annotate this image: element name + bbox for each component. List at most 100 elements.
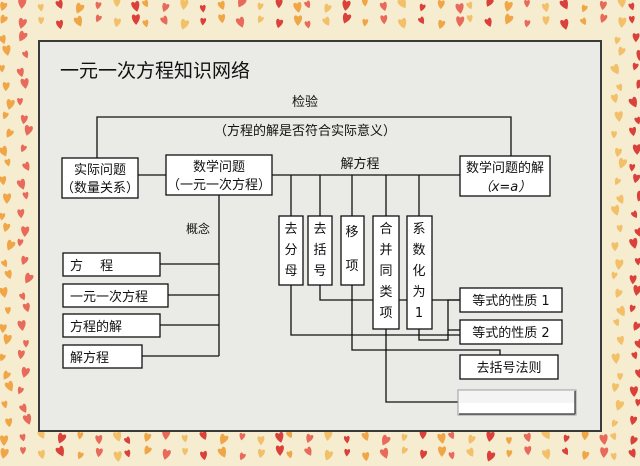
property-box-2: 等式的性质 2 xyxy=(459,319,563,345)
heart-icon xyxy=(180,18,190,30)
heart-icon xyxy=(634,338,640,350)
heart-icon xyxy=(275,431,284,443)
heart-icon xyxy=(634,116,640,125)
heart-icon xyxy=(629,237,638,249)
heart-icon xyxy=(257,2,264,11)
heart-icon xyxy=(617,372,623,381)
heart-icon xyxy=(0,175,7,186)
svg-text:合: 合 xyxy=(379,222,392,237)
heart-icon xyxy=(599,434,608,445)
heart-icon xyxy=(37,449,45,460)
heart-icon xyxy=(304,20,311,29)
heart-icon xyxy=(448,451,455,460)
heart-icon xyxy=(506,449,513,458)
heart-icon xyxy=(77,451,84,460)
heart-icon xyxy=(420,449,428,460)
svg-text:母: 母 xyxy=(284,264,297,279)
heart-icon xyxy=(304,0,311,9)
heart-icon xyxy=(1,400,8,409)
heart-icon xyxy=(286,430,293,439)
heart-icon xyxy=(6,98,15,110)
heart-icon xyxy=(629,304,636,313)
heart-icon xyxy=(0,14,8,24)
heart-icon xyxy=(324,3,332,13)
heart-icon xyxy=(633,173,640,184)
heart-icon xyxy=(438,19,446,30)
svg-text:项: 项 xyxy=(379,306,392,321)
property-box-blank xyxy=(457,389,577,416)
heart-icon xyxy=(611,419,618,428)
heart-icon xyxy=(615,288,623,298)
heart-icon xyxy=(37,429,45,439)
heart-icon xyxy=(217,446,227,458)
heart-icon xyxy=(379,1,387,12)
heart-icon xyxy=(180,0,189,10)
svg-text:（一元一次方程）: （一元一次方程） xyxy=(167,177,271,193)
heart-icon xyxy=(20,78,29,89)
svg-text:解方程: 解方程 xyxy=(70,350,109,366)
heart-icon xyxy=(342,12,352,24)
heart-icon xyxy=(630,435,638,445)
heart-icon xyxy=(438,446,447,457)
heart-icon xyxy=(239,452,246,461)
heart-icon xyxy=(17,238,24,247)
svg-text:系: 系 xyxy=(412,222,425,237)
heart-icon xyxy=(636,50,640,61)
svg-text:分: 分 xyxy=(284,243,297,258)
heart-icon xyxy=(618,46,626,56)
heart-icon xyxy=(95,1,102,10)
heart-icon xyxy=(238,0,247,8)
heart-icon xyxy=(20,144,27,153)
heart-icon xyxy=(616,194,624,204)
heart-icon xyxy=(131,14,140,25)
heart-icon xyxy=(21,366,30,378)
heart-icon xyxy=(524,19,531,28)
heart-icon xyxy=(342,0,351,11)
heart-icon xyxy=(361,431,369,441)
heart-icon xyxy=(21,226,30,237)
heart-icon xyxy=(632,33,640,43)
heart-icon xyxy=(25,272,34,284)
heart-icon xyxy=(631,351,638,360)
heart-icon xyxy=(631,210,638,219)
svg-text:并: 并 xyxy=(379,243,392,258)
heart-icon xyxy=(629,163,636,172)
svg-text:等式的性质 2: 等式的性质 2 xyxy=(472,325,549,341)
heart-icon xyxy=(616,305,625,317)
heart-icon xyxy=(17,97,23,106)
heart-icon xyxy=(55,0,63,9)
heart-icon xyxy=(628,15,635,24)
heart-icon xyxy=(17,320,26,331)
heart-icon xyxy=(636,190,640,202)
heart-icon xyxy=(18,0,27,9)
concept-label: 概念 xyxy=(186,221,210,236)
heart-icon xyxy=(4,269,12,279)
heart-icon xyxy=(199,4,206,13)
svg-text:数: 数 xyxy=(412,243,425,258)
heart-icon xyxy=(235,16,245,28)
heart-icon xyxy=(629,275,637,285)
heart-icon xyxy=(628,96,637,108)
heart-icon xyxy=(257,15,264,24)
heart-icon xyxy=(456,16,465,27)
heart-icon xyxy=(615,399,625,411)
heart-icon xyxy=(362,0,368,7)
heart-icon xyxy=(324,430,333,441)
heart-icon xyxy=(362,18,369,27)
heart-icon xyxy=(21,255,29,265)
heart-icon xyxy=(611,353,620,364)
heart-icon xyxy=(542,448,551,460)
heart-icon xyxy=(614,177,621,186)
heart-icon xyxy=(613,318,620,327)
heart-icon xyxy=(304,446,312,456)
heart-icon xyxy=(505,13,514,25)
solution-box: 数学问题的解 （x=a） xyxy=(459,155,551,197)
heart-icon xyxy=(580,17,587,26)
heart-icon xyxy=(200,450,208,461)
solve-label: 解方程 xyxy=(340,156,379,172)
heart-icon xyxy=(22,413,32,425)
heart-icon xyxy=(3,370,11,380)
heart-icon xyxy=(293,2,302,13)
heart-icon xyxy=(437,0,445,10)
heart-icon xyxy=(610,432,617,441)
